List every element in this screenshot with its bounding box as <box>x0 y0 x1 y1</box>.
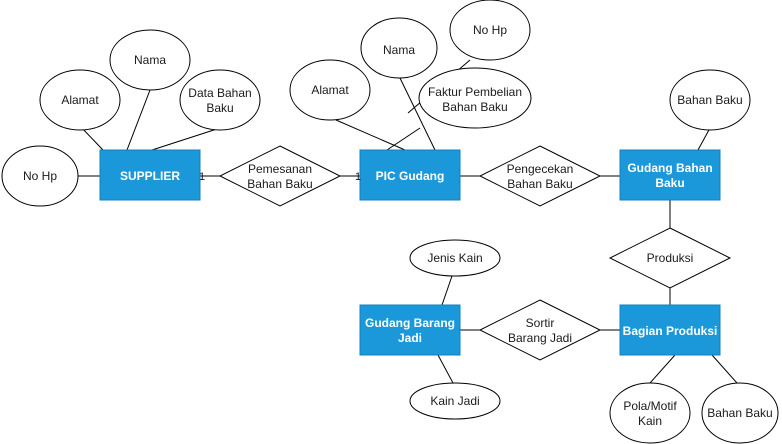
relationship-pengecekan-label-2: Bahan Baku <box>507 177 572 191</box>
relationship-pemesanan-label-2: Bahan Baku <box>247 177 312 191</box>
line-supplier-nama <box>126 89 151 151</box>
entity-gudang-bahan-baku-label-1: Gudang Bahan <box>627 161 712 175</box>
attribute-supplier-nama[interactable]: Nama <box>109 29 191 91</box>
line-bagian-bahanbaku <box>711 354 738 384</box>
line-pic-faktur <box>386 127 421 151</box>
attribute-supplier-alamat-label: Alamat <box>61 93 99 107</box>
attribute-supplier-no-hp-label: No Hp <box>23 169 57 183</box>
line-barangjadi-jeniskain <box>441 275 453 306</box>
relationship-pemesanan-label-1: Pemesanan <box>248 162 312 176</box>
relationship-pengecekan[interactable]: Pengecekan Bahan Baku <box>478 145 602 207</box>
entity-gudang-bahan-baku[interactable]: Gudang Bahan Baku <box>619 149 721 201</box>
line-pic-alamat <box>335 119 406 151</box>
cardinality-left: 1 <box>199 171 205 183</box>
relationship-produksi-label: Produksi <box>647 251 694 265</box>
attribute-pic-faktur-pembelian-label-2: Bahan Baku <box>442 100 507 114</box>
attribute-pic-faktur-pembelian-label-1: Faktur Pembelian <box>428 85 522 99</box>
attribute-gudang-bahan-baku-label: Bahan Baku <box>677 93 742 107</box>
attribute-supplier-no-hp[interactable]: No Hp <box>1 145 79 207</box>
attribute-pic-alamat-label: Alamat <box>311 83 349 97</box>
attribute-kain-jadi-label: Kain Jadi <box>430 394 479 408</box>
line-supplier-data <box>151 127 221 151</box>
relationship-sortir-label-2: Barang Jadi <box>508 331 572 345</box>
attribute-gudang-bahan-baku[interactable]: Bahan Baku <box>669 69 751 131</box>
relationship-produksi[interactable]: Produksi <box>608 227 732 289</box>
entity-bagian-produksi-label: Bagian Produksi <box>623 324 718 338</box>
attribute-jenis-kain[interactable]: Jenis Kain <box>409 239 501 277</box>
attribute-pic-no-hp-label: No Hp <box>473 23 507 37</box>
attribute-produksi-bahan-baku-label: Bahan Baku <box>707 406 772 420</box>
attribute-pic-nama[interactable]: Nama <box>360 17 438 79</box>
entity-supplier[interactable]: SUPPLIER <box>99 149 201 201</box>
attribute-supplier-data-bahan-baku-label-1: Data Bahan <box>188 86 251 100</box>
line-gudang-bahanbaku <box>697 127 711 151</box>
entity-pic-gudang-label: PIC Gudang <box>376 169 445 183</box>
entity-gudang-barang-jadi-label-2: Jadi <box>398 331 422 345</box>
attribute-jenis-kain-label: Jenis Kain <box>427 251 482 265</box>
cardinality-right: 1 <box>355 171 361 183</box>
attribute-supplier-data-bahan-baku-label-2: Baku <box>206 101 233 115</box>
attribute-pic-faktur-pembelian[interactable]: Faktur Pembelian Bahan Baku <box>418 67 532 129</box>
attribute-supplier-alamat[interactable]: Alamat <box>39 69 121 131</box>
entity-gudang-barang-jadi-label-1: Gudang Barang <box>365 316 455 330</box>
entity-gudang-barang-jadi[interactable]: Gudang Barang Jadi <box>359 304 461 356</box>
relationship-sortir-label-1: Sortir <box>526 316 555 330</box>
attribute-pola-motif-kain[interactable]: Pola/Motif Kain <box>609 382 691 444</box>
attribute-pic-alamat[interactable]: Alamat <box>289 59 371 121</box>
attribute-pola-motif-kain-label-1: Pola/Motif <box>623 399 677 413</box>
attribute-pic-nama-label: Nama <box>383 43 415 57</box>
entity-supplier-label: SUPPLIER <box>120 169 180 183</box>
relationship-sortir[interactable]: Sortir Barang Jadi <box>478 299 602 361</box>
attribute-produksi-bahan-baku[interactable]: Bahan Baku <box>701 382 779 444</box>
attribute-kain-jadi[interactable]: Kain Jadi <box>409 382 501 420</box>
line-bagian-polamotif <box>649 354 676 384</box>
attribute-pic-no-hp[interactable]: No Hp <box>449 0 531 61</box>
attribute-supplier-nama-label: Nama <box>134 53 166 67</box>
entity-pic-gudang[interactable]: PIC Gudang <box>359 149 461 201</box>
relationship-pemesanan[interactable]: Pemesanan Bahan Baku <box>218 145 342 207</box>
attribute-pola-motif-kain-label-2: Kain <box>638 414 662 428</box>
line-barangjadi-kainjadi <box>437 354 454 384</box>
entity-bagian-produksi[interactable]: Bagian Produksi <box>619 304 721 356</box>
entity-gudang-bahan-baku-label-2: Baku <box>655 176 684 190</box>
attribute-supplier-data-bahan-baku[interactable]: Data Bahan Baku <box>179 69 261 131</box>
relationship-pengecekan-label-1: Pengecekan <box>507 162 574 176</box>
line-pic-nama <box>398 75 436 151</box>
